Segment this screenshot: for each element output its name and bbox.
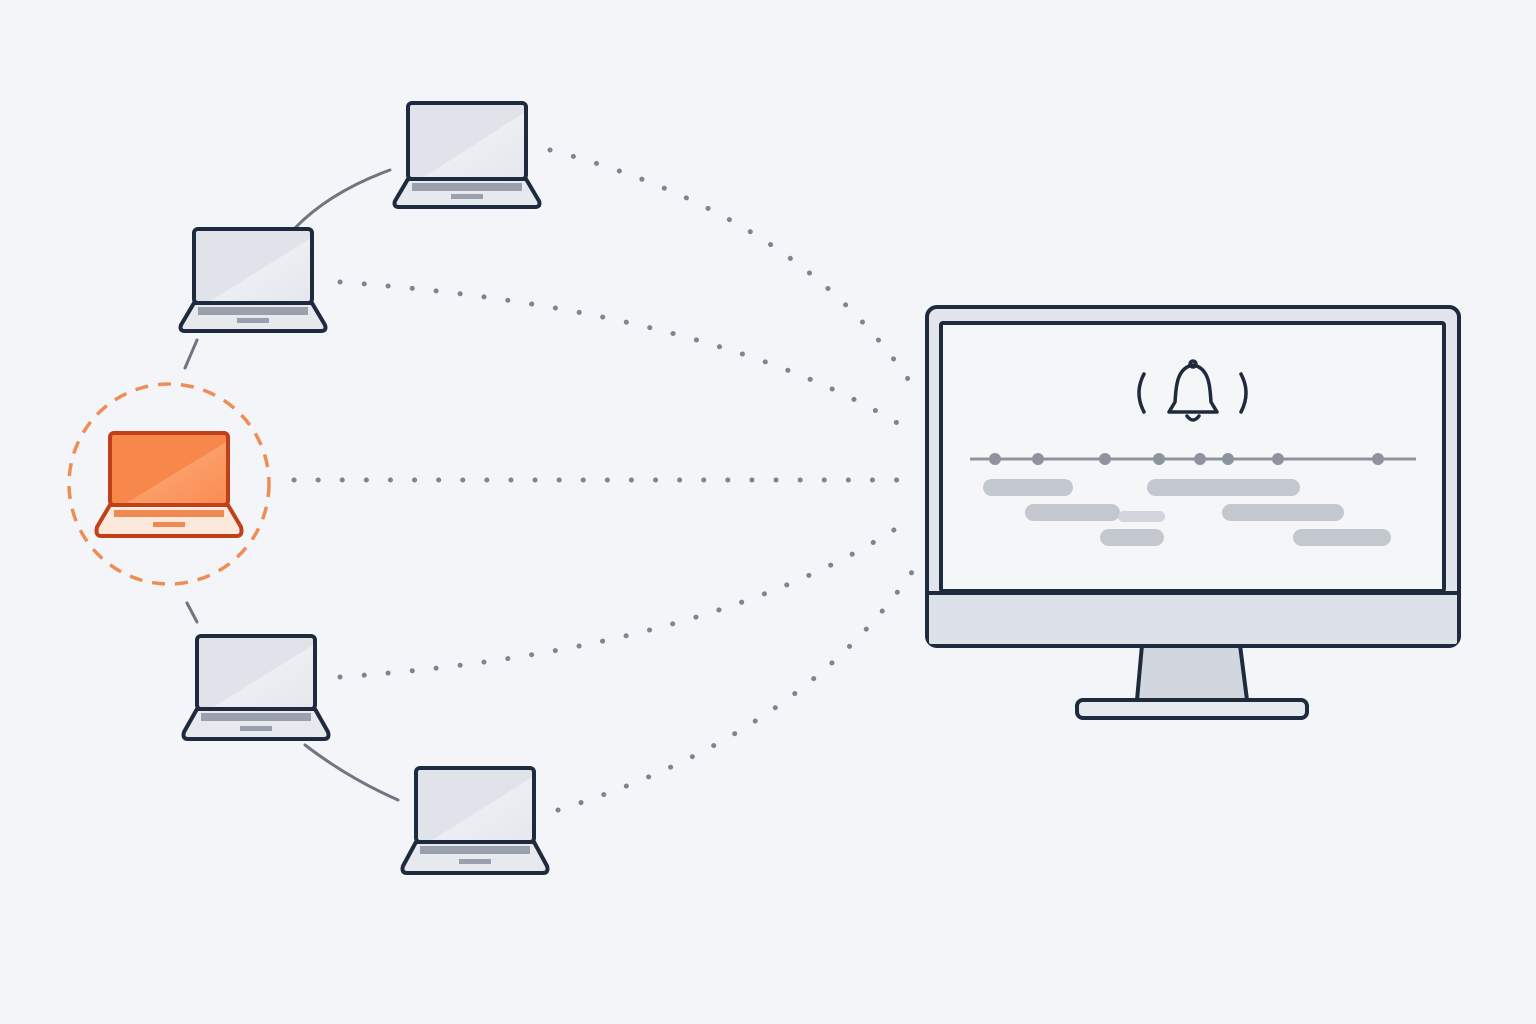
placeholder-lines	[983, 479, 1391, 546]
placeholder-bar	[983, 479, 1073, 496]
timeline-event	[1372, 453, 1384, 465]
ring-connectors	[183, 168, 400, 802]
laptop-lower-left-icon[interactable]	[181, 634, 331, 741]
monitor[interactable]	[925, 305, 1461, 720]
timeline-event	[1272, 453, 1284, 465]
signal-wave-right	[1239, 372, 1248, 414]
connector-flagged-to-lower-left	[185, 601, 199, 624]
laptop-flagged-icon[interactable]	[94, 431, 244, 538]
placeholder-bar	[1025, 504, 1120, 521]
link-top-to-monitor	[547, 147, 915, 388]
laptop-upper-left-icon[interactable]	[178, 227, 328, 333]
link-upper-left-to-monitor	[337, 279, 915, 435]
placeholder-bar	[1222, 504, 1344, 521]
placeholder-bar	[1100, 529, 1164, 546]
event-timeline	[970, 453, 1416, 465]
placeholder-bar	[1293, 529, 1391, 546]
laptop-top-icon[interactable]	[392, 101, 542, 209]
placeholder-bar	[1147, 479, 1300, 496]
connector-upper-left-to-flagged	[183, 338, 199, 370]
flagged-laptop-group[interactable]	[67, 382, 271, 586]
timeline-event	[1099, 453, 1111, 465]
monitor-stand-base	[1075, 698, 1309, 720]
monitor-screen	[939, 321, 1446, 593]
monitor-stand-neck	[1135, 643, 1249, 702]
bell-icon	[1137, 359, 1248, 422]
monitor-chin	[929, 593, 1457, 644]
timeline-event	[1222, 453, 1234, 465]
link-lower-left-to-monitor	[337, 515, 915, 680]
timeline-event	[989, 453, 1001, 465]
placeholder-bar	[1118, 511, 1165, 522]
alert-ring	[67, 382, 271, 586]
signal-wave-left	[1137, 372, 1146, 414]
timeline-event	[1032, 453, 1044, 465]
timeline-event	[1194, 453, 1206, 465]
connector-lower-left-to-bottom	[303, 743, 400, 802]
dotted-links	[291, 147, 915, 813]
timeline-event	[1153, 453, 1165, 465]
link-bottom-to-monitor	[555, 569, 915, 813]
connector-top-to-upper-left	[293, 168, 392, 230]
laptop-bottom-icon[interactable]	[400, 766, 550, 875]
